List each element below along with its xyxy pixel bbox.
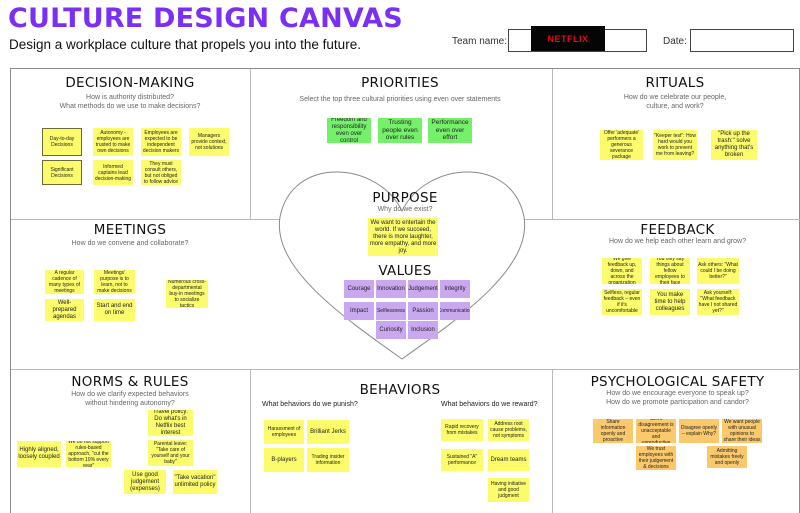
decision-making-subtitle: How is authority distributed? What metho… xyxy=(59,94,201,110)
sticky-note: Use good judgement (expenses) xyxy=(124,470,166,494)
sticky-note: Trusting people even over rules xyxy=(378,118,422,143)
sticky-note: We give feedback up, down, and across th… xyxy=(602,258,642,284)
sticky-note: You make time to help colleagues xyxy=(650,289,690,315)
divider xyxy=(11,219,281,220)
sticky-note: Harassment of employees xyxy=(264,420,304,444)
meetings-title: MEETINGS xyxy=(93,222,167,238)
sticky-note: We want to entertain the world. If we su… xyxy=(368,218,438,256)
sticky-note: Freedom and responsibility even over con… xyxy=(327,118,371,143)
rituals-title: RITUALS xyxy=(645,75,705,91)
sticky-note: Performance even over effort xyxy=(428,118,472,143)
sticky-note: "Keeper test": How hard would you work t… xyxy=(653,130,697,160)
behaviors-title: BEHAVIORS xyxy=(359,382,441,398)
sticky-note: Silent disagreement is unacceptable and … xyxy=(636,419,676,443)
priorities-subtitle: Select the top three cultural priorities… xyxy=(299,96,501,103)
sticky-note: Share information openly and proactive xyxy=(593,419,633,443)
value-tag: Curiosity xyxy=(376,321,406,339)
divider xyxy=(11,369,800,370)
sticky-note: Meetings' purpose is to learn, not to ma… xyxy=(94,270,135,294)
divider xyxy=(250,69,251,219)
feedback-title: FEEDBACK xyxy=(640,222,715,238)
sticky-note: Rapid recovery from mistakes xyxy=(441,419,483,441)
punish-label: What behaviors do we punish? xyxy=(262,401,358,408)
value-tag: Integrity xyxy=(440,280,470,298)
sticky-note: They must consult others, but not oblige… xyxy=(141,160,181,185)
meetings-subtitle: How do we convene and collaborate? xyxy=(71,240,189,247)
sticky-note: Having initiative and good judgment xyxy=(488,478,529,502)
sticky-note: Disagree openly – explain Why? xyxy=(679,419,719,443)
value-tag: Selflessness xyxy=(376,302,406,320)
sticky-note: A regular cadence of many types of meeti… xyxy=(45,270,84,294)
purpose-title: PURPOSE xyxy=(372,190,438,206)
sticky-note: Trading insider information xyxy=(307,448,349,472)
sticky-note: B-players xyxy=(264,448,304,472)
sticky-note: Autonomy - employees are trusted to make… xyxy=(93,128,133,156)
page-title: CULTURE DESIGN CANVAS xyxy=(8,3,403,34)
feedback-subtitle: How do we help each other learn and grow… xyxy=(609,238,746,245)
priorities-title: PRIORITIES xyxy=(361,75,439,91)
value-tag: Impact xyxy=(344,302,374,320)
sticky-note: Start and end on time xyxy=(94,299,135,321)
sticky-note: You only say things about fellow employe… xyxy=(650,258,690,284)
value-tag: Innovation xyxy=(376,280,406,298)
sticky-note: We do not support rules-based approach, … xyxy=(66,441,111,467)
psych-safety-subtitle: How do we encourage everyone to speak up… xyxy=(606,390,749,406)
sticky-note: "Pick up the trash:" solve anything that… xyxy=(711,130,757,160)
sticky-note: Brilliant Jerks xyxy=(307,420,349,444)
sticky-note: Day-to-day Decisions xyxy=(42,128,82,156)
sticky-note: Employees are expected to be independent… xyxy=(141,128,181,156)
psych-safety-title: PSYCHOLOGICAL SAFETY xyxy=(590,374,765,390)
page-subtitle: Design a workplace culture that propels … xyxy=(9,37,361,52)
sticky-note: Numerous cross-departmental buy-in meeti… xyxy=(166,280,208,308)
value-tag: Inclusion xyxy=(408,321,438,339)
team-name-label: Team name: xyxy=(452,36,508,47)
rituals-subtitle: How do we celebrate our people, culture,… xyxy=(623,94,727,110)
value-tag: Courage xyxy=(344,280,374,298)
netflix-logo: NETFLIX xyxy=(531,26,605,51)
divider xyxy=(250,369,251,513)
sticky-note: Sustained "A" performance xyxy=(441,449,483,471)
norms-rules-subtitle: How do we clarify expected behaviors wit… xyxy=(71,391,189,407)
sticky-note: We want people with unusual opinions to … xyxy=(722,419,762,443)
sticky-note: Well-prepared agendas xyxy=(45,299,84,321)
decision-making-title: DECISION-MAKING xyxy=(65,75,195,91)
sticky-note: "Take vacation" unlimited policy xyxy=(173,470,217,494)
reward-label: What behaviors do we reward? xyxy=(441,401,538,408)
value-tag: Judgement xyxy=(408,280,438,298)
date-field[interactable] xyxy=(690,29,794,52)
sticky-note: Offer 'adequate' performers a generous s… xyxy=(600,130,643,160)
value-tag: Communication xyxy=(440,302,470,320)
sticky-note: Selfless, regular feedback – even if it'… xyxy=(602,289,642,315)
sticky-note: Ask others: "What could I be doing bette… xyxy=(697,258,739,284)
norms-rules-title: NORMS & RULES xyxy=(71,374,189,390)
sticky-note: Admitting mistakes freely and openly xyxy=(707,446,747,468)
purpose-subtitle: Why do we exist? xyxy=(377,206,433,213)
divider xyxy=(552,69,553,219)
sticky-note: Parental leave: "Take care of yourself a… xyxy=(148,440,193,466)
sticky-note: Ask yourself: "What feedback have I not … xyxy=(697,289,739,315)
sticky-note: We trust employees with their judgement … xyxy=(636,446,676,470)
date-label: Date: xyxy=(663,36,687,47)
sticky-note: Managers provide context, not solutions xyxy=(189,128,229,156)
sticky-note: Highly aligned, loosely coupled xyxy=(17,441,61,467)
sticky-note: Significant Decisions xyxy=(42,160,82,185)
values-title: VALUES xyxy=(378,263,432,279)
value-tag: Passion xyxy=(408,302,438,320)
divider xyxy=(521,219,800,220)
sticky-note: Informed captains lead decision-making xyxy=(93,160,133,185)
sticky-note: Address root cause problems, not symptom… xyxy=(488,419,529,441)
sticky-note: Travel policy: Do what's in Netflix best… xyxy=(148,410,193,436)
divider xyxy=(552,369,553,513)
sticky-note: Dream teams xyxy=(488,449,529,471)
